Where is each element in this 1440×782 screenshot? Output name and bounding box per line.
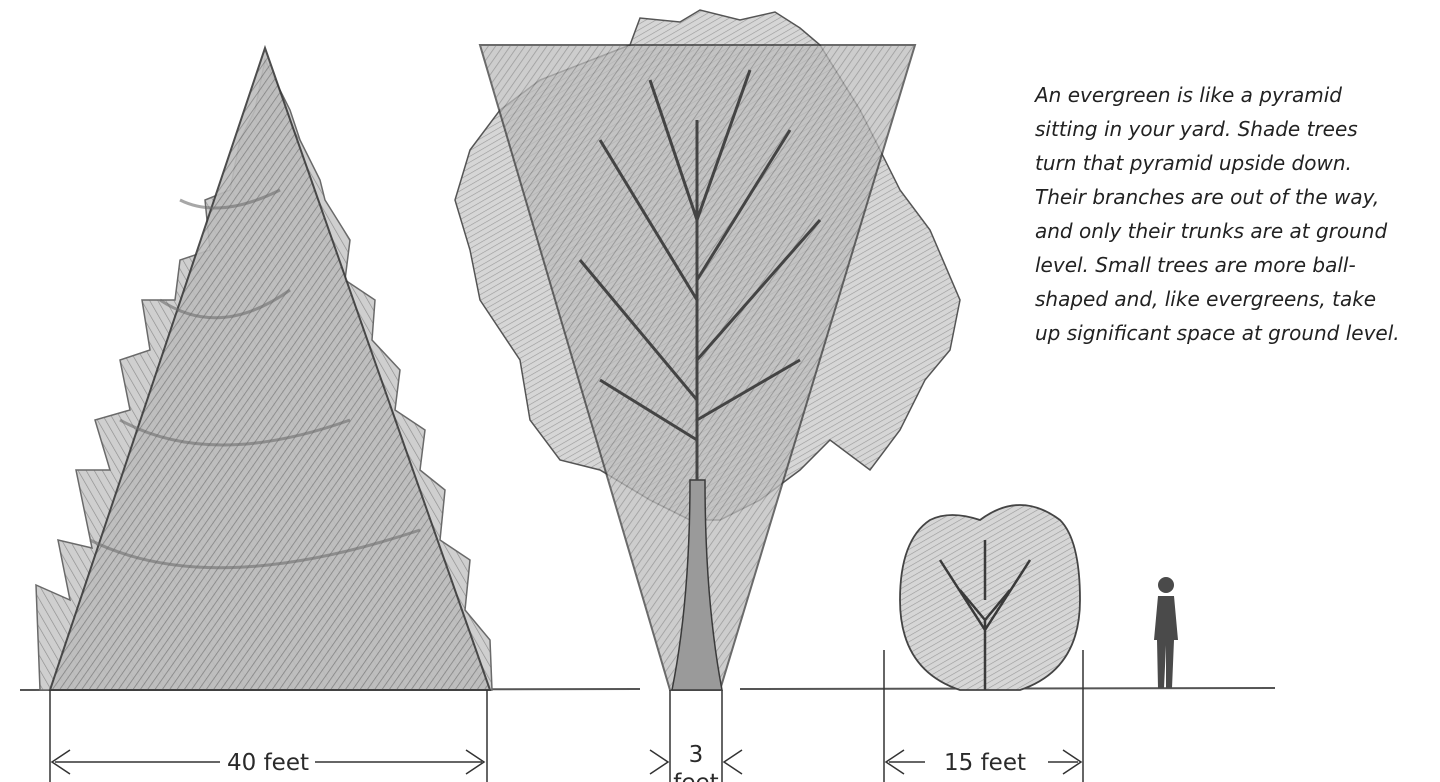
dimension-label-trunk-line1: 3 [689, 742, 704, 768]
dimension-label-trunk-line2: feet [673, 770, 718, 782]
caption-line: sitting in your yard. Shade trees [1035, 112, 1305, 146]
dimension-label-small-tree: 15 feet [944, 750, 1026, 776]
caption-line: turn that pyramid upside down. [1035, 146, 1305, 180]
evergreen-tree [36, 48, 492, 690]
caption-line: up significant space at ground level. [1035, 316, 1305, 350]
evergreen-pyramid [50, 48, 490, 690]
dimension-label-evergreen: 40 feet [227, 750, 309, 776]
small-tree-crown [900, 505, 1080, 690]
caption-line: An evergreen is like a pyramid [1035, 78, 1305, 112]
caption-line: level. Small trees are more ball- [1035, 248, 1305, 282]
caption-text: An evergreen is like a pyramid sitting i… [1035, 78, 1305, 350]
dimension-trunk [650, 690, 742, 782]
small-tree [900, 505, 1080, 690]
person-figure [1154, 577, 1178, 688]
shade-tree [455, 10, 960, 690]
caption-line: shaped and, like evergreens, take [1035, 282, 1305, 316]
caption-line: Their branches are out of the way, [1035, 180, 1305, 214]
caption-line: and only their trunks are at ground [1035, 214, 1305, 248]
